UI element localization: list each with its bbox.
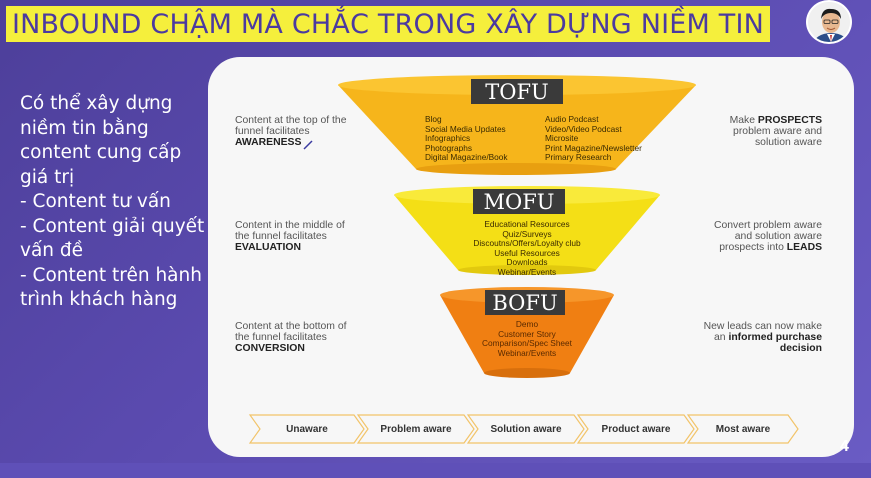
list-item: Primary Research <box>545 152 612 163</box>
list-item: Customer Story <box>498 328 556 339</box>
desc-line: the funnel facilitates <box>235 230 327 242</box>
desc-line: Content at the top of the <box>235 115 347 126</box>
tofu-list-left: Blog Social Media Updates Infographics P… <box>425 114 508 163</box>
mofu-outcome: Convert problem aware and solution aware… <box>714 220 822 253</box>
left-line: - Content trên hành <box>20 264 202 286</box>
stage-product-aware: Product aware <box>601 424 671 435</box>
list-item: Microsite <box>545 133 579 144</box>
list-item: Comparison/Spec Sheet <box>482 338 572 349</box>
desc-line: and solution aware <box>734 230 822 242</box>
desc-text: an <box>714 331 729 343</box>
desc-bold: EVALUATION <box>235 241 301 253</box>
left-line: giá trị <box>20 166 75 188</box>
left-line: niềm tin bằng <box>20 117 149 139</box>
stage-most-aware: Most aware <box>715 424 771 435</box>
bofu-bottom <box>484 368 570 378</box>
tofu-list-right: Audio Podcast Video/Video Podcast Micros… <box>545 114 642 163</box>
bofu-label: BOFU <box>485 290 565 315</box>
funnel-card: TOFU MOFU BOFU Blog Social Media Updates… <box>208 57 854 457</box>
page-number: 4 <box>840 438 849 455</box>
desc-line: problem aware and <box>733 125 822 137</box>
list-item: Educational Resources <box>484 219 570 229</box>
left-line: Có thể xây dựng <box>20 93 173 114</box>
stage-chevrons <box>248 414 799 444</box>
left-description: Có thể xây dựng niềm tin bằng content cu… <box>20 92 208 313</box>
list-item: Blog <box>425 114 442 124</box>
tofu-label: TOFU <box>471 79 563 104</box>
desc-text: Make <box>729 115 758 126</box>
list-item: Audio Podcast <box>545 114 599 124</box>
presenter-avatar <box>806 0 852 44</box>
desc-line: solution aware <box>754 136 822 148</box>
mofu-label: MOFU <box>473 189 565 214</box>
list-item: Video/Video Podcast <box>545 123 622 134</box>
bofu-description: Content at the bottom of the funnel faci… <box>235 321 347 354</box>
stage-chevron <box>248 414 365 444</box>
stage-solution-aware: Solution aware <box>490 424 562 435</box>
stage-chevron <box>686 414 799 444</box>
left-line: - Content tư vấn <box>20 191 171 212</box>
list-item: Webinar/Events <box>497 266 557 277</box>
desc-line: New leads can now make <box>703 321 822 332</box>
list-item: Downloads <box>506 257 548 268</box>
stage-problem-aware: Problem aware <box>380 424 452 435</box>
bottom-band <box>0 463 871 478</box>
stage-chevron <box>356 414 475 444</box>
desc-bold: decision <box>779 342 822 354</box>
list-item: Infographics <box>425 133 471 144</box>
bofu-segment <box>440 295 614 373</box>
left-line: content cung cấp <box>20 142 182 163</box>
list-item: Social Media Updates <box>425 123 506 134</box>
desc-bold: LEADS <box>786 241 822 253</box>
desc-bold: AWARENESS <box>235 136 302 148</box>
list-item: Useful Resources <box>494 247 560 258</box>
stage-chevron <box>466 414 585 444</box>
desc-bold: informed purchase <box>728 331 822 343</box>
desc-bold: PROSPECTS <box>757 115 822 126</box>
desc-line: funnel facilitates <box>235 125 310 137</box>
desc-line: Content at the bottom of <box>235 321 347 332</box>
mofu-description: Content in the middle of the funnel faci… <box>235 220 345 253</box>
list-item: Print Magazine/Newsletter <box>545 142 642 153</box>
bofu-list: Demo Customer Story Comparison/Spec Shee… <box>467 319 587 358</box>
desc-line: Convert problem aware <box>714 220 822 231</box>
list-item: Digital Magazine/Book <box>425 152 508 163</box>
list-item: Webinar/Events <box>497 347 557 358</box>
desc-text: prospects into <box>719 241 787 253</box>
left-line: - Content giải quyết <box>20 215 205 237</box>
tofu-outcome: Make PROSPECTS problem aware and solutio… <box>729 115 822 148</box>
bofu-outcome: New leads can now make an informed purch… <box>703 321 822 354</box>
desc-bold: CONVERSION <box>235 342 305 354</box>
left-line: vấn đề <box>20 240 84 261</box>
desc-line: the funnel facilitates <box>235 331 327 343</box>
mofu-list: Educational Resources Quiz/Surveys Disco… <box>457 219 597 278</box>
stage-chevron <box>576 414 695 444</box>
funnel-graphic <box>248 75 799 444</box>
tofu-description: Content at the top of the funnel facilit… <box>235 115 347 148</box>
tofu-segment <box>338 85 696 169</box>
list-item: Demo <box>515 319 539 329</box>
mofu-segment <box>394 195 660 270</box>
mofu-bottom <box>458 265 596 275</box>
desc-line: Content in the middle of <box>235 220 345 231</box>
pen-mark-icon <box>303 140 313 150</box>
slide-title: INBOUND CHẬM MÀ CHẮC TRONG XÂY DỰNG NIỀM… <box>6 6 771 42</box>
tofu-bottom <box>416 163 616 175</box>
left-line: trình khách hàng <box>20 289 178 310</box>
list-item: Discoutns/Offers/Loyalty club <box>473 238 581 249</box>
stage-unaware: Unaware <box>286 424 328 435</box>
list-item: Photographs <box>425 142 473 153</box>
list-item: Quiz/Surveys <box>502 228 552 239</box>
